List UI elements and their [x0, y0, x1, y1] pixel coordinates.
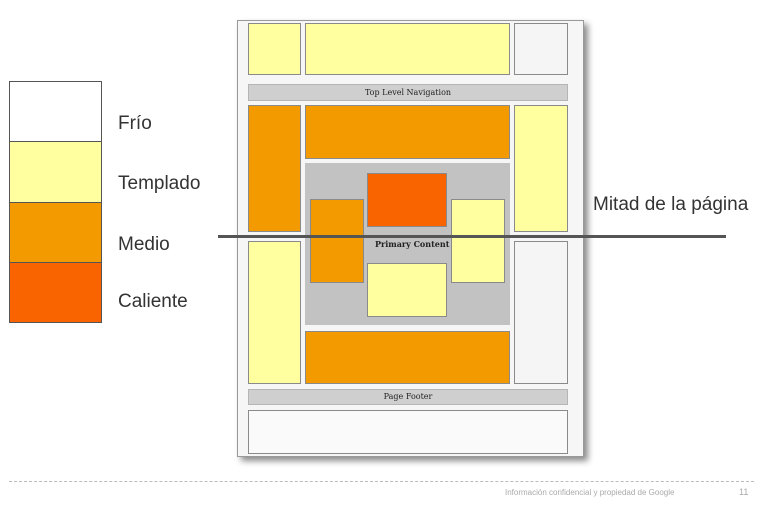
primary-left-block	[310, 199, 364, 283]
content-bottom-block	[305, 331, 510, 384]
page-footer-label: Page Footer	[383, 392, 433, 401]
slide-footer-divider	[9, 481, 754, 482]
header-center-block	[305, 23, 510, 75]
right-column-upper-block	[514, 105, 568, 232]
content-banner-block	[305, 105, 510, 159]
primary-content-label: Primary Content	[375, 239, 450, 249]
legend-label-medium: Medio	[118, 234, 170, 255]
bottom-area-block	[248, 410, 568, 454]
fold-label: Mitad de la página	[593, 194, 749, 215]
legend-swatch-medium	[9, 202, 102, 263]
header-right-block	[514, 23, 568, 75]
legend-swatch-cold	[9, 81, 102, 142]
slide-page-number: 11	[739, 487, 749, 497]
left-column-lower-block	[248, 241, 301, 384]
left-column-upper-block	[248, 105, 301, 232]
header-left-block	[248, 23, 301, 75]
slide-footer-text: Información confidencial y propiedad de …	[505, 488, 675, 497]
legend-swatch-hot	[9, 262, 102, 323]
primary-right-block	[451, 199, 505, 283]
fold-line	[218, 235, 726, 238]
legend-label-warm: Templado	[118, 173, 201, 194]
top-nav-label: Top Level Navigation	[364, 88, 452, 97]
page-wireframe: Top Level Navigation Primary Content Pag…	[237, 20, 584, 457]
primary-bottom-block	[367, 263, 447, 317]
right-column-lower-block	[514, 241, 568, 384]
legend-swatch-warm	[9, 141, 102, 203]
primary-hot-block	[367, 173, 447, 227]
legend-label-hot: Caliente	[118, 291, 188, 312]
page-footer: Page Footer	[248, 389, 568, 405]
legend-label-cold: Frío	[118, 113, 152, 134]
primary-content-area: Primary Content	[305, 163, 510, 325]
top-level-navigation: Top Level Navigation	[248, 84, 568, 101]
